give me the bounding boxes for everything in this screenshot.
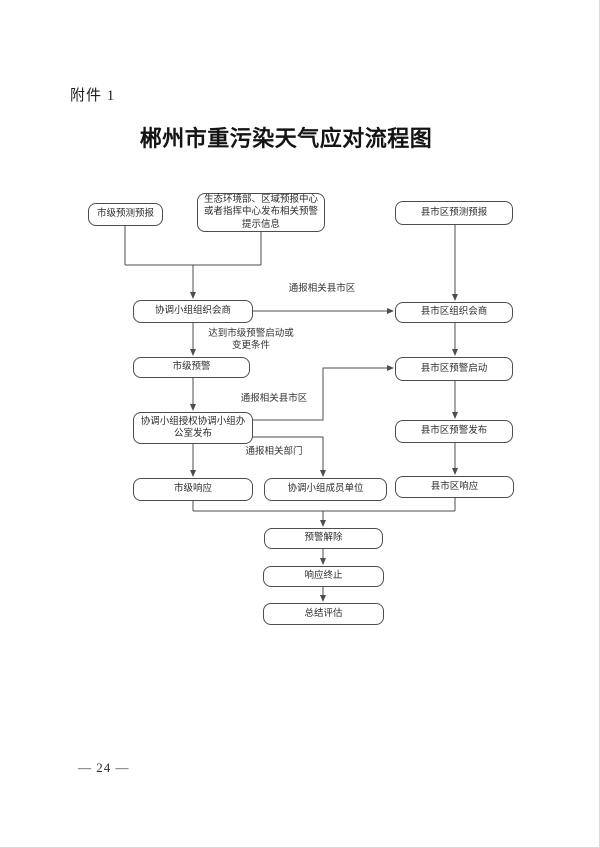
- connector-office-to-county-warning: [253, 365, 394, 421]
- edge-label-notify-county-mid: 通报相关县市区: [240, 394, 308, 404]
- flow-node-city-response: 市级响应: [133, 478, 253, 501]
- edge-label-notify-county-top: 通报相关县市区: [288, 284, 356, 294]
- flow-node-city-warning: 市级预警: [133, 357, 250, 378]
- connector-office-to-members: [253, 436, 326, 477]
- flow-node-city-forecast: 市级预测预报: [88, 203, 163, 226]
- attachment-label: 附件 1: [70, 88, 116, 104]
- edge-label-trigger-condition: 达到市级预警启动或 变更条件: [208, 329, 294, 351]
- flow-node-ministry-info: 生态环境部、区域预报中心 或者指挥中心发布相关预警 提示信息: [197, 193, 325, 232]
- flow-node-coord-office-issue: 协调小组授权协调小组办 公室发布: [133, 412, 253, 444]
- flow-node-coord-group-consult: 协调小组组织会商: [133, 300, 253, 323]
- flow-node-summary-eval: 总结评估: [263, 603, 384, 625]
- flow-node-response-end: 响应终止: [263, 566, 384, 587]
- page-title: 郴州市重污染天气应对流程图: [139, 126, 433, 151]
- flow-node-county-consult: 县市区组织会商: [395, 302, 513, 323]
- flow-node-coord-members: 协调小组成员单位: [264, 478, 387, 501]
- flow-node-warning-lift: 预警解除: [264, 528, 383, 549]
- flow-node-county-warning-issue: 县市区预警发布: [395, 420, 513, 443]
- edge-label-notify-departments: 通报相关部门: [245, 447, 303, 457]
- flow-node-county-forecast: 县市区预测预报: [395, 201, 513, 225]
- page-number: — 24 —: [78, 760, 130, 775]
- flow-node-county-warning-start: 县市区预警启动: [395, 357, 513, 381]
- flow-node-county-response: 县市区响应: [395, 476, 514, 498]
